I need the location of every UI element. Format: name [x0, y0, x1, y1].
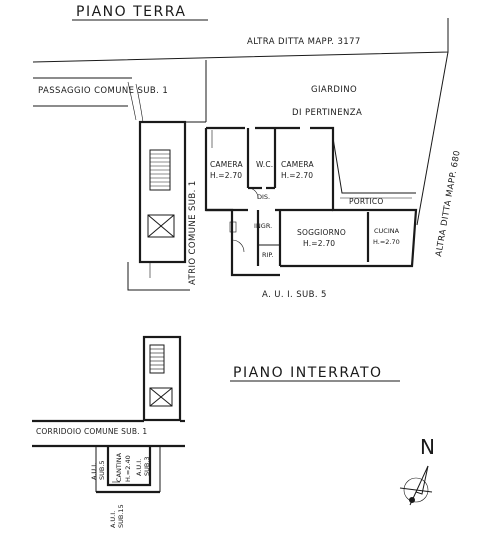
rip-label: RIP.: [262, 251, 273, 259]
interrato-stair-block: [142, 335, 182, 422]
aui-sub5-left-label-2: SUB.5: [98, 460, 106, 480]
altra-ditta-right-label: ALTRA DITTA MAPP. 680: [434, 150, 463, 258]
interrato-walls: [32, 419, 185, 494]
camera-1-height: H.=2.70: [210, 171, 242, 180]
wc-label: W.C.: [256, 160, 273, 169]
passaggio-comune-label: PASSAGGIO COMUNE SUB. 1: [38, 86, 168, 96]
compass-arrow-icon: [399, 465, 433, 506]
ingr-label: INGR.: [254, 222, 272, 230]
atrio-comune-label: ATRIO COMUNE SUB. 1: [188, 180, 198, 285]
piano-terra-title: PIANO TERRA: [76, 4, 186, 20]
property-boundary: [32, 18, 449, 226]
piano-interrato-section: PIANO INTERRATO: [32, 335, 400, 528]
cantina-label: CANTINA: [115, 452, 123, 482]
piano-terra-section: PIANO TERRA ALTRA DITTA MAPP. 3177 PASSA…: [32, 4, 463, 300]
aui-sub3-label-2: SUB.3: [143, 456, 151, 476]
aui-sub15-label-2: SUB.15: [117, 504, 125, 528]
stair-block: [127, 120, 190, 291]
apartment-walls: [204, 126, 418, 277]
dis-label: DIS.: [257, 193, 270, 201]
cucina-height: H.=2.70: [373, 238, 400, 246]
camera-2-height: H.=2.70: [281, 171, 313, 180]
giardino-label: GIARDINO: [311, 85, 357, 95]
soggiorno-height: H.=2.70: [303, 239, 335, 248]
aui-sub3-label-1: A.U.I.: [135, 459, 143, 476]
portico-label: PORTICO: [349, 197, 383, 206]
north-arrow: N: [399, 435, 435, 506]
aui-sub5-left-label-1: A.U.I.: [90, 463, 98, 480]
pertinenza-label: DI PERTINENZA: [292, 108, 362, 118]
cantina-height: H.=2.40: [124, 455, 132, 482]
aui-sub5-label: A. U. I. SUB. 5: [262, 290, 327, 300]
soggiorno-label: SOGGIORNO: [297, 228, 346, 237]
cucina-label: CUCINA: [374, 227, 400, 235]
aui-sub15-label-1: A.U.I.: [109, 511, 117, 528]
camera-2-label: CAMERA: [281, 160, 314, 169]
corridoio-comune-label: CORRIDOIO COMUNE SUB. 1: [36, 427, 147, 436]
altra-ditta-top-label: ALTRA DITTA MAPP. 3177: [247, 37, 361, 47]
camera-1-label: CAMERA: [210, 160, 243, 169]
north-label: N: [420, 435, 435, 459]
piano-interrato-title: PIANO INTERRATO: [233, 365, 383, 381]
